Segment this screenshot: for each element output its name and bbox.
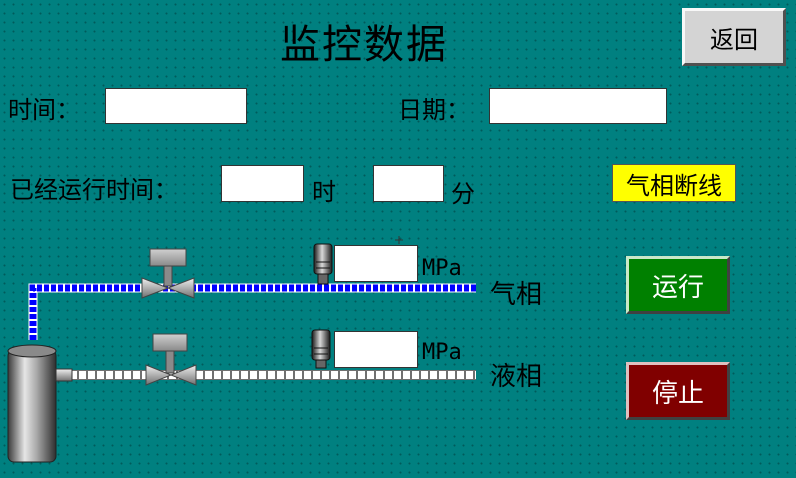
hours-unit: 时 xyxy=(312,178,336,206)
gas-phase-label: 气相 xyxy=(490,280,543,310)
gas-valve-icon xyxy=(141,248,195,299)
page-title: 监控数据 xyxy=(280,22,448,68)
back-button[interactable]: 返回 xyxy=(682,8,786,66)
gas-pressure-display xyxy=(334,245,418,282)
gas-disconnect-indicator: 气相断线 xyxy=(612,164,736,202)
hours-field[interactable] xyxy=(221,165,304,202)
date-label: 日期： xyxy=(398,96,470,124)
liquid-pressure-sensor-icon xyxy=(311,329,331,369)
liquid-phase-label: 液相 xyxy=(490,362,543,392)
time-label: 时间： xyxy=(8,96,80,124)
liquid-pressure-display xyxy=(334,331,418,368)
liquid-valve-icon xyxy=(145,333,197,386)
cursor-mark xyxy=(395,236,403,244)
time-field[interactable] xyxy=(105,88,247,124)
gas-pressure-unit: MPa xyxy=(422,256,462,281)
runtime-label: 已经运行时间： xyxy=(10,176,178,204)
gas-pipe xyxy=(28,283,476,340)
liquid-pressure-unit: MPa xyxy=(422,340,462,365)
storage-tank xyxy=(7,344,73,463)
minutes-field[interactable] xyxy=(373,165,444,202)
date-field[interactable] xyxy=(489,88,667,124)
gas-pressure-sensor-icon xyxy=(313,243,333,285)
minutes-unit: 分 xyxy=(451,180,475,208)
run-button[interactable]: 运行 xyxy=(626,256,730,314)
stop-button[interactable]: 停止 xyxy=(626,362,730,420)
